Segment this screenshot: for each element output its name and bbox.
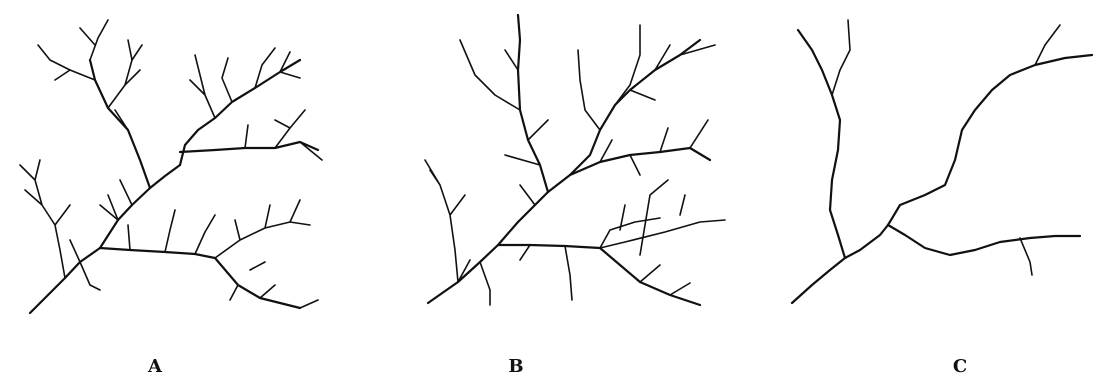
network-b-upper-main [548,40,700,192]
network-c [792,20,1092,303]
network-b-branch-7 [480,180,690,305]
network-a-mid-right [180,142,318,152]
network-c-branch-1 [832,20,850,95]
network-b-branch-5 [600,120,708,175]
network-a-branch-1 [38,45,95,80]
network-b-branch-3 [458,120,548,282]
network-c-branch-3 [1020,238,1032,275]
network-b-left-main [518,15,548,192]
network-a-branch-4 [20,160,70,278]
network-c-lower-main [888,225,1080,255]
network-a-branch-7 [245,110,322,160]
network-b-branch-1 [460,40,520,110]
network-c-trunk [792,225,888,303]
network-b-branch-2 [425,160,465,282]
network-a [20,20,322,313]
network-a-branch-2 [80,20,132,108]
network-a-branch-6 [190,48,300,118]
network-a-lower-main [100,248,300,308]
network-b [425,15,725,305]
network-a-trunk [30,165,180,313]
network-c-upper-main [888,55,1092,225]
network-a-left-main [90,60,150,188]
network-a-branch-8 [165,200,310,258]
network-a-branch-5 [70,180,132,290]
network-b-lower-main [498,245,700,305]
panel-label-c: C [945,356,975,377]
network-c-left-main [798,30,845,258]
panel-label-a: A [140,356,170,377]
network-b-branch-6 [520,205,725,300]
panel-label-b: B [501,356,531,377]
